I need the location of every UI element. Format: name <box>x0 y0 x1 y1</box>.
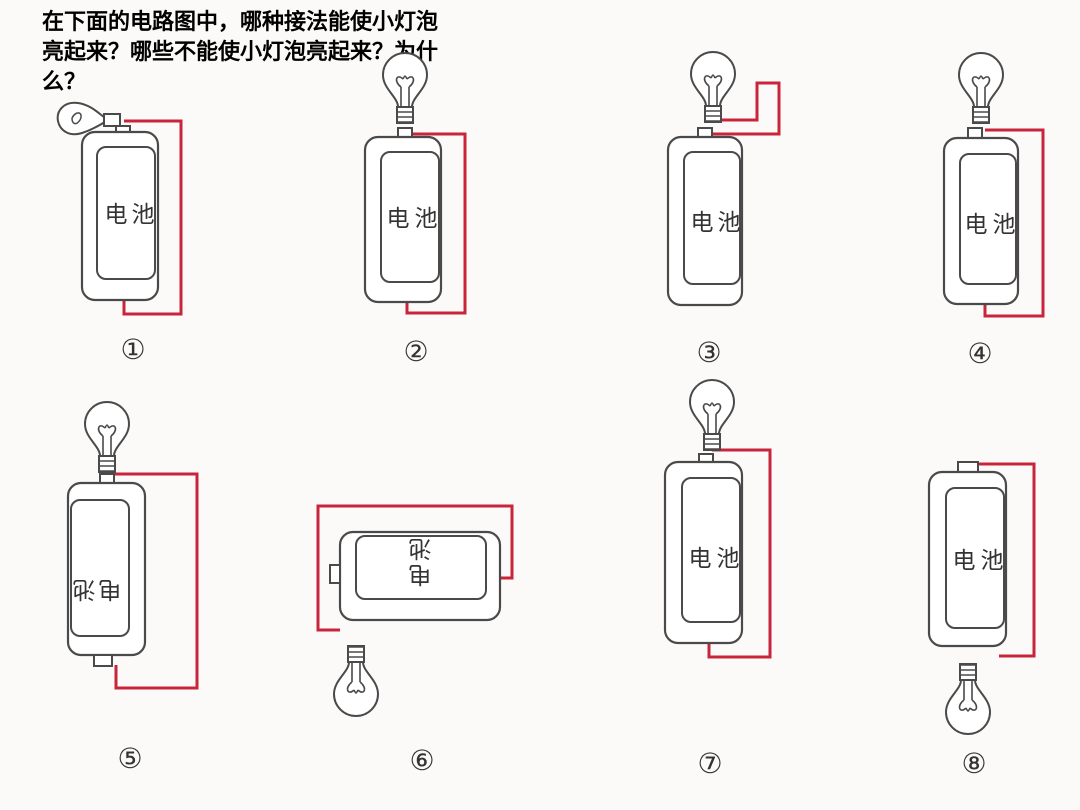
circuit-3-wire <box>713 81 781 136</box>
circuit-1-label-2: 池 <box>132 202 155 228</box>
circuit-2-wire <box>405 132 467 315</box>
circuit-8-label-1: 电 <box>953 548 976 574</box>
circuit-7-label-2: 池 <box>717 546 740 572</box>
circuit-2-number: ② <box>403 335 428 368</box>
circuit-4-number: ④ <box>967 337 992 370</box>
circuit-2-bulb <box>382 52 428 124</box>
circuit-6-wire <box>316 504 514 632</box>
circuit-1: 电 池 ① <box>56 101 183 366</box>
circuit-8-battery <box>927 470 1008 648</box>
circuit-6-label-1: 池 <box>409 535 432 561</box>
circuit-8-wire <box>977 462 1036 658</box>
circuit-1-wire <box>122 119 183 316</box>
question-line-2: 亮起来？哪些不能使小灯泡亮起来？为什 <box>42 40 439 65</box>
circuit-4-label-1: 电 <box>965 212 988 238</box>
circuit-8-label-2: 池 <box>981 548 1004 574</box>
circuit-4: 电 池 ④ <box>942 52 1045 370</box>
circuit-3: 电 池 ③ <box>666 51 781 369</box>
circuit-6-bulb <box>333 645 379 717</box>
circuit-2-label-2: 池 <box>415 206 438 232</box>
circuit-6: 池 电 ⑥ <box>316 504 514 777</box>
circuit-1-label-1: 电 <box>105 202 128 228</box>
circuit-7: 电 池 ⑦ <box>663 379 772 780</box>
circuit-4-wire <box>983 128 1045 318</box>
circuit-5-number: ⑤ <box>117 742 142 775</box>
circuit-7-battery <box>663 460 744 645</box>
circuit-7-number: ⑦ <box>697 747 722 780</box>
question-text: 在下面的电路图中，哪种接法能使小灯泡 亮起来？哪些不能使小灯泡亮起来？为什 么？ <box>42 8 542 98</box>
circuit-5-label-2: 电 <box>99 576 122 602</box>
circuit-4-battery <box>942 136 1020 306</box>
circuit-3-label-1: 电 <box>691 210 714 236</box>
circuit-5-wire <box>112 472 199 690</box>
circuit-3-bulb <box>690 51 736 123</box>
circuit-2-battery <box>363 135 443 304</box>
circuit-6-number: ⑥ <box>409 744 434 777</box>
circuit-4-bulb <box>958 52 1004 124</box>
circuit-5-label-1: 池 <box>73 576 96 602</box>
circuit-6-label-2: 电 <box>409 561 432 587</box>
circuit-1-battery <box>80 130 160 302</box>
circuit-5-battery <box>66 481 147 657</box>
circuit-7-wire <box>707 448 772 659</box>
circuit-1-number: ① <box>120 333 145 366</box>
circuit-4-label-2: 池 <box>993 212 1016 238</box>
circuit-7-bulb <box>689 379 735 451</box>
circuit-3-number: ③ <box>696 336 721 369</box>
circuit-8-bulb <box>945 663 991 735</box>
circuit-2: 电 池 ② <box>363 52 467 368</box>
circuit-2-label-1: 电 <box>387 206 410 232</box>
question-line-3: 么？ <box>42 70 87 95</box>
circuit-5: 池 电 ⑤ <box>66 401 199 775</box>
circuit-1-bulb <box>56 101 121 136</box>
circuit-3-label-2: 池 <box>718 210 741 236</box>
circuit-8-number: ⑧ <box>961 747 986 780</box>
circuit-3-battery <box>666 135 744 307</box>
circuit-8: 电 池 ⑧ <box>927 461 1036 780</box>
circuit-7-label-1: 电 <box>689 546 712 572</box>
question-line-1: 在下面的电路图中，哪种接法能使小灯泡 <box>42 10 439 35</box>
circuit-5-bulb <box>84 401 130 473</box>
